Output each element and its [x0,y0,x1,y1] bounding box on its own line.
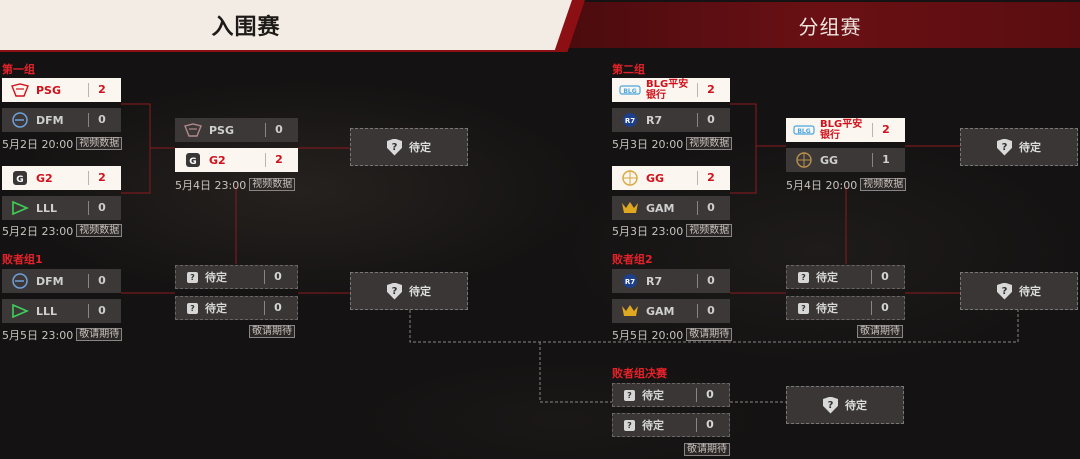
pending-slot: ?待定 [350,128,468,166]
match-row[interactable]: GAM 0 [612,196,730,220]
match-time: 敬请期待 [857,325,903,338]
gam-logo-icon [619,200,641,216]
psg-logo-icon [9,82,31,98]
shield-question-icon: ? [823,396,838,414]
group1-loser-title: 败者组1 [2,253,43,266]
group2-loser-title: 败者组2 [612,253,653,266]
video-data-link[interactable]: 视频数据 [76,224,123,237]
match-row[interactable]: ? 待定 0 [612,383,730,407]
gg-logo-icon [619,170,641,186]
question-icon: ? [798,271,809,283]
stay-tuned-link[interactable]: 敬请期待 [857,325,903,338]
pending-slot: ?待定 [786,386,904,424]
stay-tuned-link[interactable]: 敬请期待 [684,443,730,456]
match-row[interactable]: PSG 2 [2,78,121,102]
question-icon: ? [624,419,635,431]
match-row[interactable]: R7 R7 0 [612,269,730,293]
question-icon: ? [187,302,198,314]
tab-play-in[interactable]: 入围赛 [0,0,572,50]
gg-logo-icon [793,152,815,168]
svg-text:R7: R7 [625,117,635,125]
match-row[interactable]: LLL 0 [2,196,121,220]
video-data-link[interactable]: 视频数据 [860,178,907,191]
pending-slot: ?待定 [960,128,1078,166]
group2-title: 第二组 [612,63,645,76]
video-data-link[interactable]: 视频数据 [249,178,296,191]
question-icon: ? [798,302,809,314]
svg-text:R7: R7 [625,278,635,286]
video-data-link[interactable]: 视频数据 [76,137,123,150]
svg-text:G: G [189,157,196,167]
svg-text:BLG: BLG [623,88,636,95]
match-time: 敬请期待 [249,325,295,338]
dfm-logo-icon [9,112,31,128]
match-time: 敬请期待 [684,443,730,456]
question-icon: ? [187,271,198,283]
stay-tuned-link[interactable]: 敬请期待 [76,328,123,341]
shield-question-icon: ? [997,138,1012,156]
tab-group-stage[interactable]: 分组赛 [560,2,1080,48]
match-row[interactable]: ? 待定 0 [175,296,298,320]
r7-logo-icon: R7 [619,112,641,128]
lll-logo-icon [9,303,31,319]
stay-tuned-link[interactable]: 敬请期待 [686,328,733,341]
r7-logo-icon: R7 [619,273,641,289]
shield-question-icon: ? [387,282,402,300]
g2-logo-icon: G [9,170,31,186]
g2-logo-icon: G [182,152,204,168]
match-row[interactable]: PSG 0 [175,118,298,142]
match-row[interactable]: ? 待定 0 [612,413,730,437]
match-row[interactable]: BLG BLG平安银行 2 [786,118,905,142]
gam-logo-icon [619,303,641,319]
match-row[interactable]: GG 2 [612,166,730,190]
shield-question-icon: ? [997,282,1012,300]
lll-logo-icon [9,200,31,216]
match-row[interactable]: G G2 2 [175,148,298,172]
loser-final-title: 败者组决赛 [612,367,667,380]
match-row[interactable]: ? 待定 0 [786,296,905,320]
video-data-link[interactable]: 视频数据 [686,137,733,150]
stay-tuned-link[interactable]: 敬请期待 [249,325,295,338]
match-row[interactable]: R7 R7 0 [612,108,730,132]
dfm-logo-icon [9,273,31,289]
match-row[interactable]: ? 待定 0 [786,265,905,289]
match-row[interactable]: LLL 0 [2,299,121,323]
svg-text:BLG: BLG [797,128,810,135]
pending-slot: ?待定 [350,272,468,310]
question-icon: ? [624,389,635,401]
shield-question-icon: ? [387,138,402,156]
group1-title: 第一组 [2,63,35,76]
match-row[interactable]: G G2 2 [2,166,121,190]
video-data-link[interactable]: 视频数据 [686,224,733,237]
match-row[interactable]: DFM 0 [2,269,121,293]
pending-slot: ?待定 [960,272,1078,310]
match-row[interactable]: GG 1 [786,148,905,172]
blg-logo-icon: BLG [793,122,815,138]
match-row[interactable]: BLG BLG平安银行 2 [612,78,730,102]
match-row[interactable]: ? 待定 0 [175,265,298,289]
match-row[interactable]: DFM 0 [2,108,121,132]
svg-text:G: G [16,175,23,185]
blg-logo-icon: BLG [619,82,641,98]
match-row[interactable]: GAM 0 [612,299,730,323]
psg-logo-icon [182,122,204,138]
